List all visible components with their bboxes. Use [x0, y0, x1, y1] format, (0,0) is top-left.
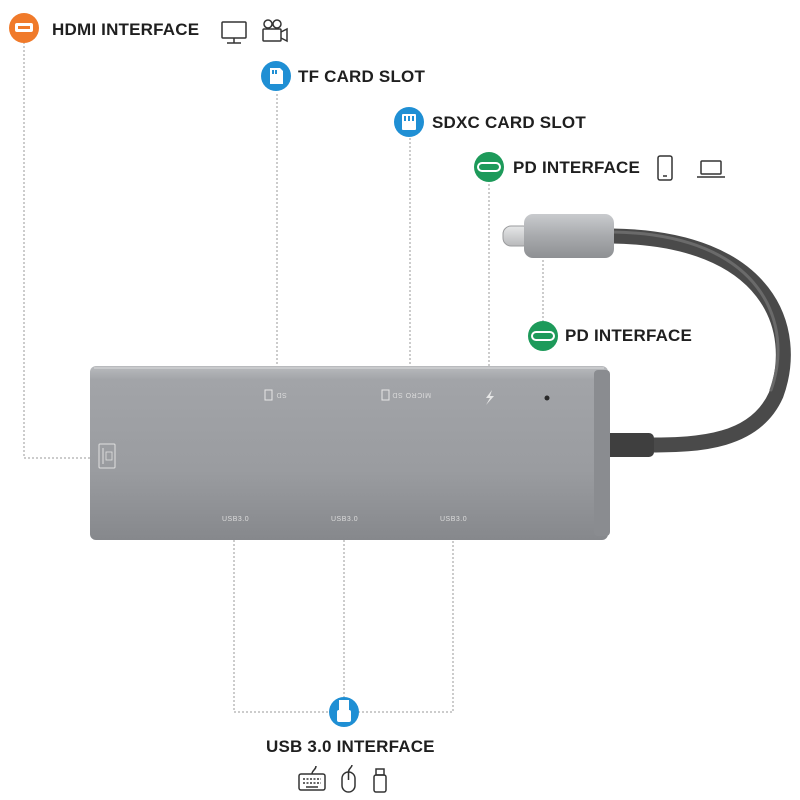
- usb-plug-icon-body: [337, 710, 351, 722]
- micro-sd-card-icon-pin2: [408, 116, 410, 121]
- sd-port-glyph: [264, 389, 273, 401]
- hdmi-port-icon-inner: [18, 26, 30, 29]
- hdmi-badge: [9, 13, 39, 43]
- usb-c-port-icon-cable: [531, 331, 555, 341]
- phone-icon: [657, 155, 673, 181]
- pd-interface-top-label: PD INTERFACE: [513, 158, 641, 177]
- hdmi-leader: [23, 42, 92, 459]
- pd-interface-cable-label: PD INTERFACE: [565, 326, 693, 345]
- micro-sd-port-glyph: [381, 389, 390, 401]
- sdxc-badge: [394, 107, 424, 137]
- sd-card-icon-notch2: [275, 70, 277, 74]
- hub-body: [90, 366, 608, 540]
- usb-c-port-icon: [477, 162, 501, 172]
- keyboard-icon: [298, 765, 326, 791]
- monitor-icon: [221, 21, 247, 44]
- micro-sd-port-text: MICRO SD: [392, 391, 431, 398]
- usb-c-cable-highlight: [610, 230, 780, 392]
- usb-drive-icon: [373, 768, 387, 793]
- pd-top-badge: [474, 152, 504, 182]
- cable-strain-relief: [604, 433, 654, 457]
- hdmi-port-glyph: [98, 443, 116, 469]
- usb-c-cable: [604, 228, 791, 453]
- usb-badge: [329, 697, 359, 727]
- tf-card-slot-label: TF CARD SLOT: [298, 67, 426, 86]
- micro-sd-card-icon-pin1: [404, 116, 406, 121]
- usb-port-1-text: USB3.0: [222, 516, 250, 523]
- hub-right-cap: [594, 370, 610, 536]
- micro-sd-card-icon-pin3: [412, 116, 414, 121]
- power-lightning-icon: [486, 390, 494, 405]
- mouse-icon: [341, 764, 356, 793]
- video-camera-icon: [262, 19, 288, 43]
- usb-port-3-text: USB3.0: [440, 516, 468, 523]
- hdmi-interface-label: HDMI INTERFACE: [52, 20, 200, 39]
- laptop-icon: [697, 160, 725, 178]
- sd-port-text: SD: [276, 391, 287, 398]
- usb-c-plug-housing: [524, 214, 614, 258]
- sd-card-icon-notch: [272, 70, 274, 74]
- pd-cable-badge: [528, 321, 558, 351]
- indicator-led: [544, 395, 550, 401]
- usb-port-2-text: USB3.0: [331, 516, 359, 523]
- hdmi-port-glyph-inner: [105, 451, 113, 461]
- usb-3-interface-label: USB 3.0 INTERFACE: [266, 737, 435, 756]
- tf-badge: [261, 61, 291, 91]
- sdxc-card-slot-label: SDXC CARD SLOT: [432, 113, 586, 132]
- usb-plug-icon: [339, 700, 349, 710]
